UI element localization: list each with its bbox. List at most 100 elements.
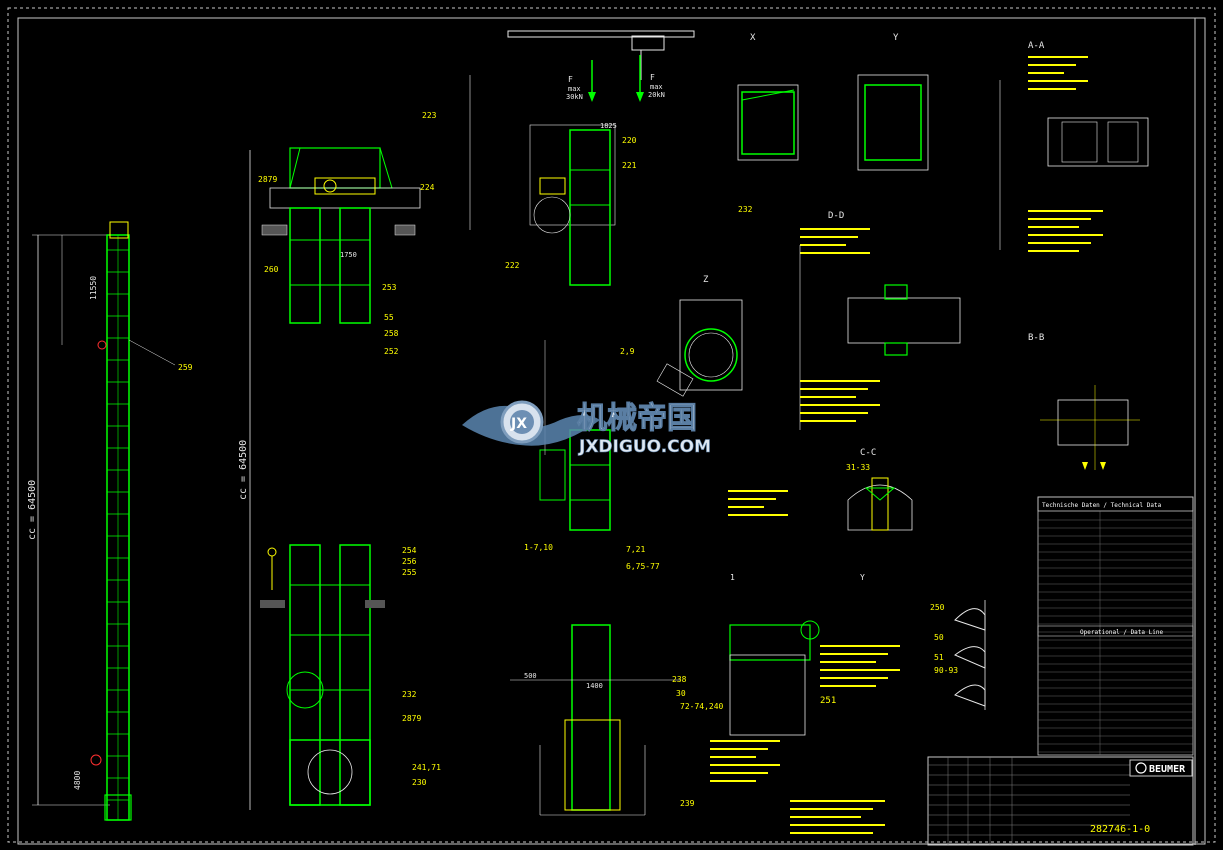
note-line <box>1028 250 1079 252</box>
drawing-frame <box>7 7 1216 845</box>
drive-unit-detail: 1 Y 251 <box>729 573 865 736</box>
callout-230: 230 <box>412 778 427 787</box>
note-line <box>800 228 870 230</box>
view-x-label: X <box>750 33 756 43</box>
view-z-label: Z <box>703 275 709 285</box>
callout-50: 50 <box>934 633 944 642</box>
drive-detail-view: 2,9 1-7,10 7,21 6,75-77 <box>524 340 660 571</box>
callout-221: 221 <box>622 161 637 170</box>
note-line <box>1028 88 1076 90</box>
note-line <box>800 252 870 254</box>
note-line <box>790 824 885 826</box>
dim-4800: 4800 <box>73 771 82 790</box>
note-line <box>800 236 858 238</box>
callout-224: 224 <box>420 183 435 192</box>
callout-256: 256 <box>402 557 417 566</box>
callout-30: 30 <box>676 689 686 698</box>
note-line <box>820 669 900 671</box>
section-dd: D-D <box>799 211 961 430</box>
drawing-number: 282746-1-0 <box>1090 824 1150 835</box>
tech-data-header: Technische Daten / Technical Data <box>1042 502 1162 509</box>
callout-51: 51 <box>934 653 944 662</box>
note-line <box>800 396 856 398</box>
callout-259: 259 <box>178 363 193 372</box>
note-line <box>820 661 876 663</box>
force-left-f: F <box>568 75 573 84</box>
boot-front-view: 500 1400 238 30 72-74,240 239 <box>510 624 724 816</box>
callout-253: 253 <box>382 283 397 292</box>
callout-250: 250 <box>930 603 945 612</box>
note-line <box>710 740 780 742</box>
note-line <box>710 756 756 758</box>
section-bb: B-B <box>1028 333 1140 470</box>
callout-2879-top: 2879 <box>258 175 277 184</box>
dim-500: 500 <box>524 672 537 680</box>
view-y: Y <box>857 33 929 171</box>
note-line <box>728 498 776 500</box>
callout-675: 6,75-77 <box>626 562 660 571</box>
note-line <box>1028 210 1103 212</box>
note-line <box>790 816 861 818</box>
callout-238: 238 <box>672 675 687 684</box>
note-line <box>800 420 856 422</box>
dim-1400: 1400 <box>586 682 603 690</box>
section-aa-label: A-A <box>1028 41 1045 51</box>
company-logo-text: BEUMER <box>1149 764 1186 775</box>
note-line <box>820 653 888 655</box>
callout-223: 223 <box>422 111 437 120</box>
callout-3133: 31-33 <box>846 463 870 472</box>
dim-1825: 1825 <box>600 122 617 130</box>
callout-254: 254 <box>402 546 417 555</box>
note-line <box>728 506 764 508</box>
note-line <box>1028 64 1076 66</box>
section-cc-label: C-C <box>860 448 876 458</box>
note-line <box>728 514 788 516</box>
note-line <box>710 764 780 766</box>
note-line <box>1028 242 1091 244</box>
section-aa: A-A <box>999 41 1149 252</box>
section-cc: C-C 31-33 <box>846 448 913 531</box>
elevator-side-view: cc = 64500 223 224 2879 260 253 55 258 2… <box>238 111 441 810</box>
note-line <box>800 380 880 382</box>
note-line <box>710 772 768 774</box>
force-left-max: max <box>568 85 581 93</box>
note-line <box>800 244 846 246</box>
note-line <box>1028 226 1079 228</box>
note-line <box>820 685 876 687</box>
callout-258: 258 <box>384 329 399 338</box>
callout-252: 252 <box>384 347 399 356</box>
callout-2879: 2879 <box>402 714 421 723</box>
callout-220: 220 <box>622 136 637 145</box>
callout-222: 222 <box>505 261 520 270</box>
section-dd-label: D-D <box>828 211 844 221</box>
bucket-detail: 250 50 51 90-93 <box>930 600 986 710</box>
force-left-value: 30kN <box>566 93 583 101</box>
callout-232-top: 232 <box>738 205 753 214</box>
callout-232: 232 <box>402 690 417 699</box>
dim-11550: 11550 <box>89 276 98 300</box>
view-y-label: Y <box>893 33 899 43</box>
callout-29: 2,9 <box>620 347 635 356</box>
note-line <box>1028 234 1103 236</box>
note-line <box>790 808 873 810</box>
note-line <box>1028 218 1091 220</box>
note-line <box>710 780 756 782</box>
label-1: 1 <box>730 573 735 582</box>
view-x: X 232 <box>737 33 799 214</box>
callout-260: 260 <box>264 265 279 274</box>
callout-55: 55 <box>384 313 394 322</box>
callout-251: 251 <box>820 696 836 706</box>
view-z: Z <box>656 275 743 397</box>
label-y: Y <box>860 573 865 582</box>
callout-255: 255 <box>402 568 417 577</box>
watermark-en: JXDIGUO.COM <box>578 437 711 457</box>
dim-cc-left: cc = 64500 <box>27 480 38 540</box>
callout-239: 239 <box>680 799 695 808</box>
note-line <box>1028 80 1088 82</box>
elevator-tall-view: cc = 64500 11550 4800 259 <box>27 221 193 821</box>
ops-data-header: Operational / Data Line <box>1080 629 1163 636</box>
load-arrow-left: F max 30kN <box>566 60 596 102</box>
force-right-value: 20kN <box>648 91 665 99</box>
callout-9093: 90-93 <box>934 666 958 675</box>
